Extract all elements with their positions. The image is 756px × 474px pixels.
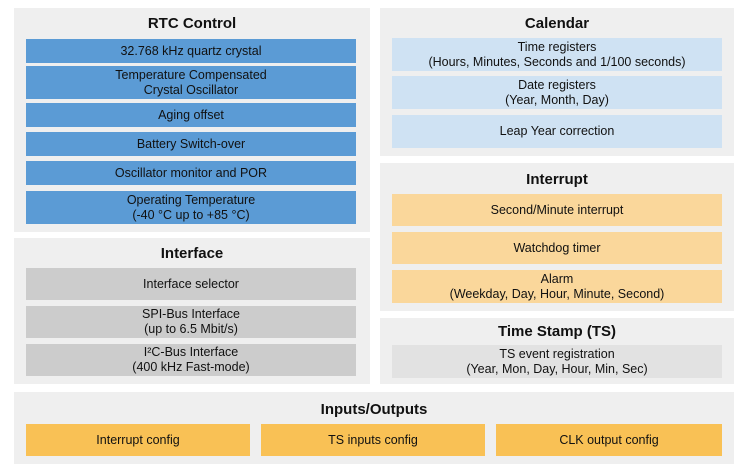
calendar-item-leap-year: Leap Year correction	[392, 115, 722, 148]
rtc-item-quartz-crystal: 32.768 kHz quartz crystal	[26, 39, 356, 63]
interrupt-title: Interrupt	[526, 171, 588, 188]
io-item-interrupt-config: Interrupt config	[26, 424, 250, 456]
interface-title: Interface	[160, 245, 224, 262]
interrupt-item-second-minute: Second/Minute interrupt	[392, 194, 722, 226]
rtc-item-aging-offset: Aging offset	[26, 103, 356, 127]
rtc-item-battery-switchover: Battery Switch-over	[26, 132, 356, 156]
inputs-outputs-title: Inputs/Outputs	[320, 401, 428, 418]
time-stamp-panel: Time Stamp (TS) TS event registration (Y…	[380, 318, 734, 384]
rtc-control-title: RTC Control	[147, 15, 237, 32]
interrupt-item-alarm: Alarm (Weekday, Day, Hour, Minute, Secon…	[392, 270, 722, 303]
time-stamp-item-event-registration: TS event registration (Year, Mon, Day, H…	[392, 345, 722, 378]
rtc-item-tcxo: Temperature Compensated Crystal Oscillat…	[26, 66, 356, 99]
rtc-item-operating-temperature: Operating Temperature (-40 °C up to +85 …	[26, 191, 356, 224]
calendar-item-time-registers: Time registers (Hours, Minutes, Seconds …	[392, 38, 722, 71]
calendar-panel: Calendar Time registers (Hours, Minutes,…	[380, 8, 734, 156]
interface-panel: Interface Interface selector SPI-Bus Int…	[14, 238, 370, 384]
interface-item-selector: Interface selector	[26, 268, 356, 300]
calendar-title: Calendar	[524, 15, 590, 32]
interface-item-i2c-bus: I²C-Bus Interface (400 kHz Fast-mode)	[26, 344, 356, 376]
time-stamp-title: Time Stamp (TS)	[497, 323, 617, 340]
calendar-item-date-registers: Date registers (Year, Month, Day)	[392, 76, 722, 109]
rtc-control-panel: RTC Control 32.768 kHz quartz crystal Te…	[14, 8, 370, 232]
io-item-clk-output-config: CLK output config	[496, 424, 722, 456]
interrupt-panel: Interrupt Second/Minute interrupt Watchd…	[380, 163, 734, 311]
interface-item-spi-bus: SPI-Bus Interface (up to 6.5 Mbit/s)	[26, 306, 356, 338]
inputs-outputs-panel: Inputs/Outputs Interrupt config TS input…	[14, 392, 734, 464]
interrupt-item-watchdog: Watchdog timer	[392, 232, 722, 264]
io-item-ts-inputs-config: TS inputs config	[261, 424, 485, 456]
rtc-item-oscillator-monitor: Oscillator monitor and POR	[26, 161, 356, 185]
